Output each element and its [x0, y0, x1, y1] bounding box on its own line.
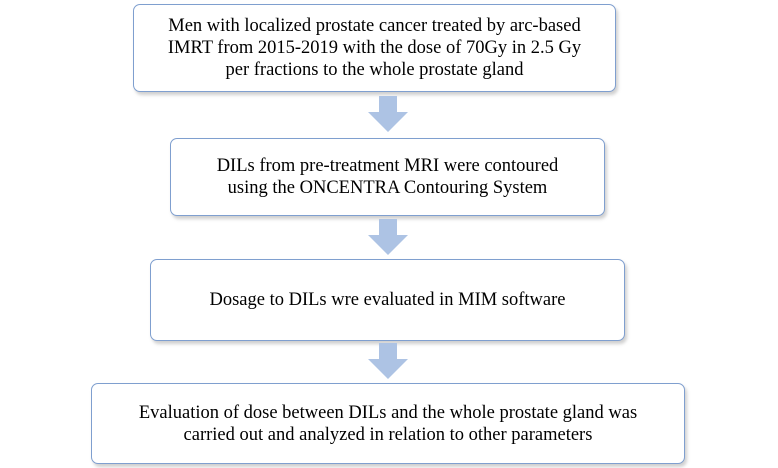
flow-step-1-box: Men with localized prostate cancer treat… — [133, 4, 616, 92]
flow-step-4-line-2: carried out and analyzed in relation to … — [183, 424, 593, 445]
flow-step-1-line-1: Men with localized prostate cancer treat… — [168, 16, 581, 36]
flow-step-2-line-1: DILs from pre-treatment MRI were contour… — [216, 156, 559, 176]
flow-step-2-text: DILs from pre-treatment MRI were contour… — [217, 155, 559, 199]
flow-step-2-line-2: using the ONCENTRA Contouring System — [227, 178, 548, 198]
flow-step-3-text: Dosage to DILs wre evaluated in MIM soft… — [209, 289, 565, 311]
flow-step-4-text: Evaluation of dose between DILs and the … — [139, 402, 637, 446]
flow-step-3-box: Dosage to DILs wre evaluated in MIM soft… — [150, 259, 625, 341]
flow-step-3-line-1: Dosage to DILs wre evaluated in MIM soft… — [209, 290, 566, 310]
flow-step-4-line-1: Evaluation of dose between DILs and the … — [138, 402, 638, 423]
down-arrow-icon — [368, 219, 408, 255]
flow-step-1-line-3: per fractions to the whole prostate glan… — [225, 60, 524, 80]
down-arrow-icon — [368, 96, 408, 132]
flow-step-2-box: DILs from pre-treatment MRI were contour… — [170, 138, 605, 216]
down-arrow-icon — [368, 343, 408, 379]
flow-step-4-box: Evaluation of dose between DILs and the … — [91, 383, 685, 464]
flow-step-1-text: Men with localized prostate cancer treat… — [168, 15, 581, 81]
flow-step-1-line-2: IMRT from 2015-2019 with the dose of 70G… — [167, 38, 582, 58]
